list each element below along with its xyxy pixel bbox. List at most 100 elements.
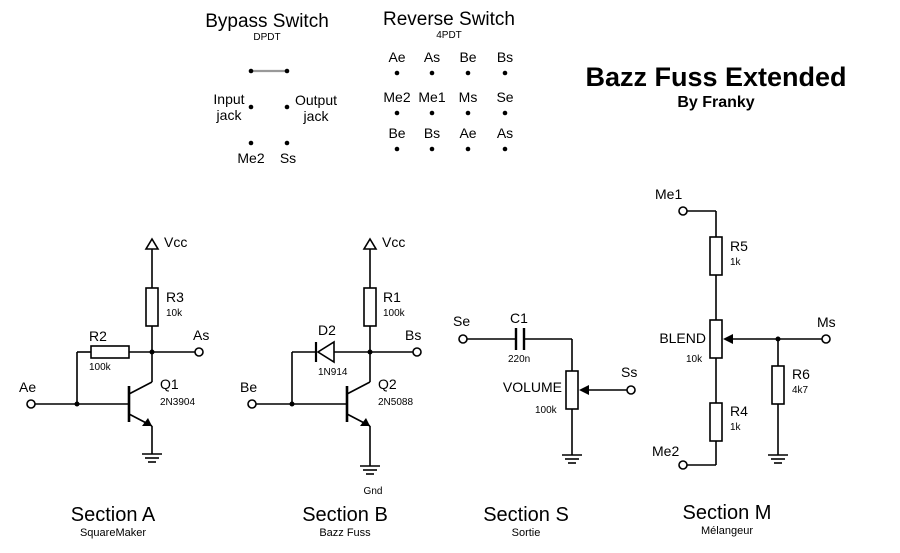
section-b-in-label: Be (240, 379, 257, 395)
page-byline: By Franky (677, 94, 754, 111)
output-terminal (194, 347, 204, 357)
reverse-pin-label: As (497, 125, 513, 141)
section-a-circuit: Vcc R3 10k As R2 100k Ae Q1 2N3904 Secti… (19, 234, 209, 539)
reverse-pin (429, 110, 435, 116)
bypass-input-label: Input (213, 91, 244, 107)
page-title: Bazz Fuss Extended (585, 62, 846, 92)
r3-value: 10k (166, 308, 183, 319)
blend-value: 10k (686, 354, 703, 365)
reverse-pin-label: Bs (424, 125, 440, 141)
me2-label: Me2 (652, 443, 679, 459)
input-terminal (458, 334, 468, 344)
bypass-pin-label: Ss (280, 150, 296, 166)
vcc-arrow-icon (144, 237, 160, 250)
reverse-pin (502, 70, 508, 76)
r4-value: 1k (730, 422, 742, 433)
reverse-pin (502, 110, 508, 116)
r1-resistor (363, 287, 377, 327)
reverse-pin (394, 110, 400, 116)
output-terminal (412, 347, 422, 357)
section-b-title: Section B (302, 504, 388, 526)
reverse-pin-label: As (424, 49, 440, 65)
section-b-desc: Bazz Fuss (319, 527, 371, 539)
reverse-pin (465, 70, 471, 76)
c1-label: C1 (510, 310, 528, 326)
section-s-desc: Sortie (512, 527, 541, 539)
reverse-pin (429, 70, 435, 76)
d2-label: D2 (318, 322, 336, 338)
reverse-pin (429, 146, 435, 152)
section-b-circuit: Vcc R1 100k Bs D2 1N914 Be Q2 2N5088 Gnd… (240, 234, 422, 539)
section-a-title: Section A (71, 504, 156, 526)
r6-value: 4k7 (792, 385, 809, 396)
reverse-pin-label: Se (496, 89, 513, 105)
r2-label: R2 (89, 328, 107, 344)
wiper-arrow-icon (579, 385, 589, 395)
reverse-pin-label: Ae (388, 49, 405, 65)
bypass-input-label: jack (216, 107, 243, 123)
ms-label: Ms (817, 314, 836, 330)
blend-potentiometer (709, 319, 723, 359)
bypass-type: DPDT (253, 32, 280, 43)
volume-value: 100k (535, 405, 558, 416)
section-m-circuit: Me1 R5 1k BLEND 10k Ms R6 4k7 R4 1k Me2 … (652, 186, 836, 537)
r5-label: R5 (730, 238, 748, 254)
bypass-output-label: jack (303, 108, 330, 124)
r6-label: R6 (792, 366, 810, 382)
reverse-pin (394, 70, 400, 76)
bypass-pin (248, 140, 254, 146)
r2-resistor (90, 345, 130, 359)
bypass-title: Bypass Switch (205, 11, 329, 32)
section-a-vcc: Vcc (164, 234, 187, 250)
wiper-arrow-icon (723, 334, 733, 344)
section-a-desc: SquareMaker (80, 527, 146, 539)
section-s-out-label: Ss (621, 364, 637, 380)
bypass-pin (248, 68, 254, 74)
c1-value: 220n (508, 354, 530, 365)
section-s-circuit: Se C1 220n VOLUME 100k Ss Section S Sort… (453, 310, 637, 539)
reverse-pin-label: Me2 (383, 89, 410, 105)
reverse-pin (465, 110, 471, 116)
blend-label: BLEND (659, 330, 706, 346)
bypass-switch: Bypass Switch DPDT Input jack Output jac… (205, 11, 337, 166)
r5-value: 1k (730, 257, 742, 268)
section-a-in-label: Ae (19, 379, 36, 395)
input-terminal (247, 399, 257, 409)
reverse-pin-label: Be (459, 49, 476, 65)
r1-label: R1 (383, 289, 401, 305)
d2-diode (316, 340, 335, 364)
reverse-pin-label: Bs (497, 49, 513, 65)
reverse-pin-label: Ms (459, 89, 478, 105)
output-terminal (626, 385, 636, 395)
reverse-pin (394, 146, 400, 152)
reverse-pin-label: Ae (459, 125, 476, 141)
section-m-title: Section M (683, 502, 772, 524)
q2-value: 2N5088 (378, 397, 413, 408)
q2-label: Q2 (378, 376, 397, 392)
bypass-pin (284, 68, 290, 74)
q1-value: 2N3904 (160, 397, 195, 408)
bypass-output-label: Output (295, 92, 337, 108)
bypass-pin (284, 104, 290, 110)
r4-label: R4 (730, 403, 748, 419)
reverse-pin-label: Me1 (418, 89, 445, 105)
r6-resistor (771, 365, 785, 405)
volume-potentiometer (565, 370, 579, 410)
input-terminal (678, 460, 688, 470)
r1-value: 100k (383, 308, 406, 319)
r3-resistor (145, 287, 159, 327)
bypass-pin-label: Me2 (237, 150, 264, 166)
volume-label: VOLUME (503, 379, 562, 395)
d2-value: 1N914 (318, 367, 348, 378)
reverse-pin (465, 146, 471, 152)
vcc-arrow-icon (362, 237, 378, 250)
q1-label: Q1 (160, 376, 179, 392)
bypass-pin (248, 104, 254, 110)
section-a-out-label: As (193, 327, 209, 343)
bypass-pin (284, 140, 290, 146)
me1-label: Me1 (655, 186, 682, 202)
section-b-out-label: Bs (405, 327, 421, 343)
